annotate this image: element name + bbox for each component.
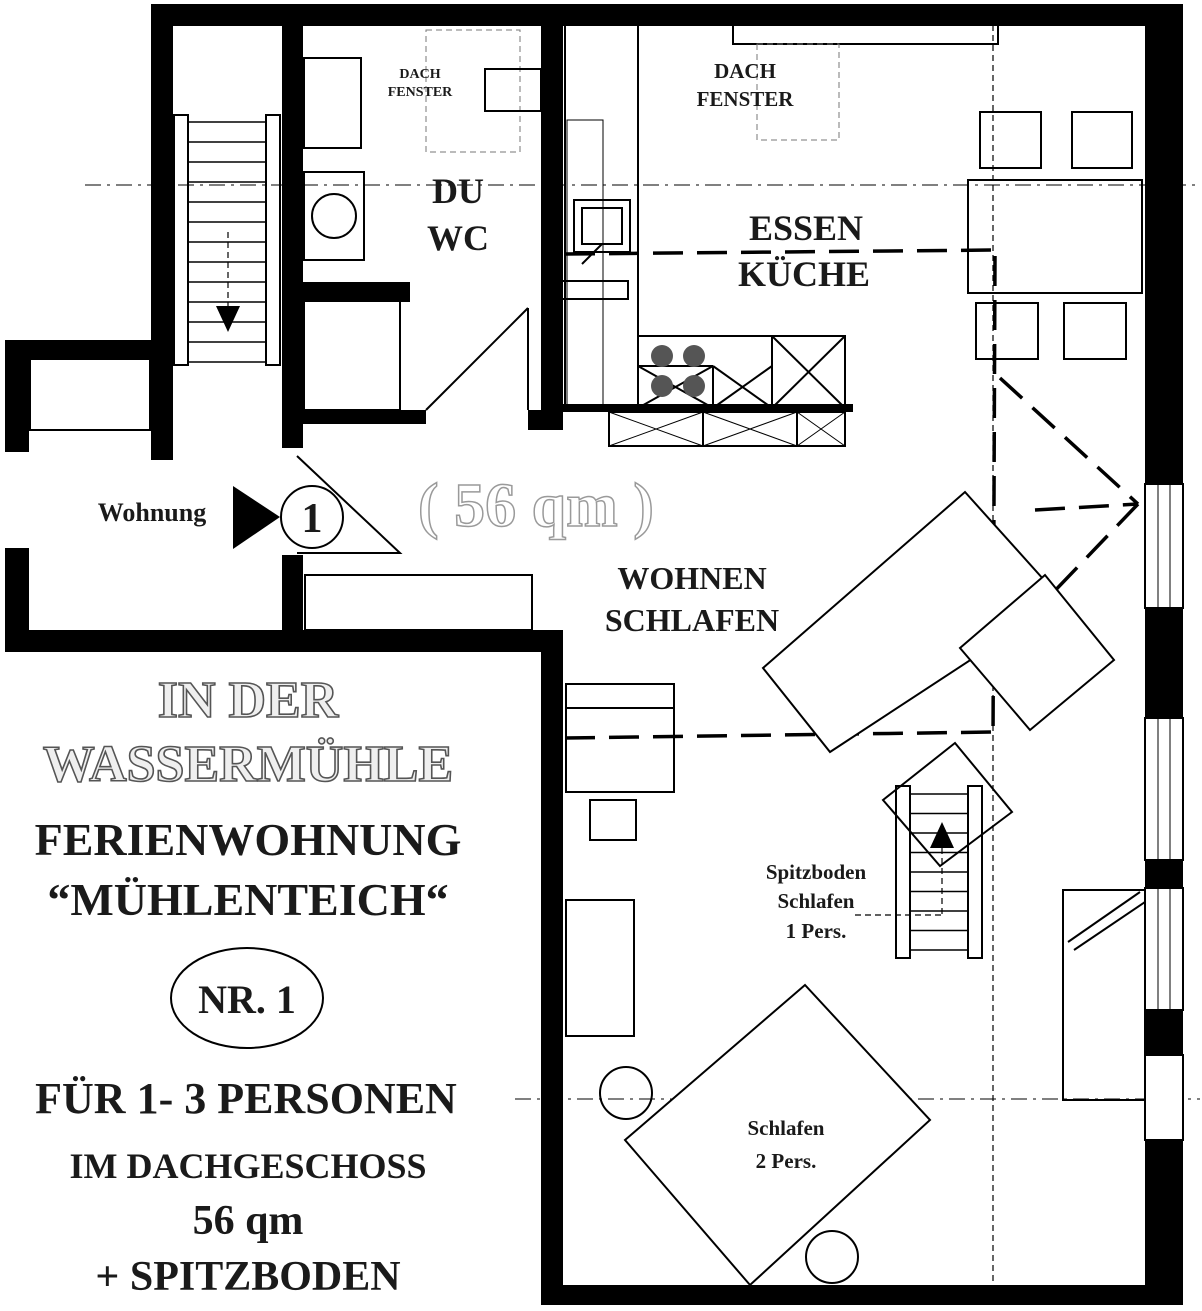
loft-label-1: Spitzboden [766, 860, 867, 884]
landing-box [29, 357, 151, 431]
badge-label: NR. 1 [198, 977, 296, 1022]
entrance-number: 1 [302, 496, 323, 542]
subtitle-line-2: “MÜHLENTEICH“ [47, 874, 448, 925]
kitchen-label-2: KÜCHE [738, 254, 870, 294]
bedroom-furniture [565, 683, 1146, 1287]
windows-right [1144, 483, 1184, 1141]
kitchen-skylight-label-1: DACH [714, 59, 776, 83]
bath-label-2: WC [427, 218, 489, 258]
title-line-2: WASSERMÜHLE [43, 736, 453, 793]
entrance-label: Wohnung [98, 498, 206, 527]
extra-label: + SPITZBODEN [95, 1254, 400, 1300]
capacity-label: FÜR 1- 3 PERSONEN [35, 1074, 457, 1123]
area-label: ( 56 qm ) [418, 472, 654, 540]
title-line-1: IN DER [158, 672, 340, 729]
bedroom-label-2: 2 Pers. [756, 1149, 817, 1173]
size-label: 56 qm [193, 1198, 304, 1244]
room-labels: DACH FENSTER DACH FENSTER DU WC ESSEN KÜ… [98, 59, 870, 1173]
entrance-area [233, 455, 533, 631]
info-block: IN DER WASSERMÜHLE FERIENWOHNUNG “MÜHLEN… [35, 671, 462, 1300]
living-label-2: SCHLAFEN [605, 602, 779, 638]
bedroom-label-1: Schlafen [747, 1116, 824, 1140]
loft-stairs [855, 741, 1014, 959]
bath-skylight-label-1: DACH [399, 67, 440, 82]
roof-slope-lines [564, 248, 1140, 741]
living-label-1: WOHNEN [617, 560, 766, 596]
kitchen-skylight-label-2: FENSTER [697, 87, 795, 111]
floor-label: IM DACHGESCHOSS [69, 1146, 426, 1186]
bath-skylight-label-2: FENSTER [388, 85, 453, 100]
badge-ellipse [170, 947, 324, 1049]
kitchen-label-1: ESSEN [749, 208, 863, 248]
bathroom-fixtures [303, 29, 542, 411]
dining-table [967, 111, 1143, 360]
subtitle-line-1: FERIENWOHNUNG [35, 814, 462, 865]
walls [5, 4, 1183, 1305]
loft-label-3: 1 Pers. [786, 919, 847, 943]
main-staircase [173, 114, 281, 366]
sofa [761, 490, 1116, 754]
loft-label-2: Schlafen [777, 889, 854, 913]
bath-label-1: DU [432, 171, 484, 211]
